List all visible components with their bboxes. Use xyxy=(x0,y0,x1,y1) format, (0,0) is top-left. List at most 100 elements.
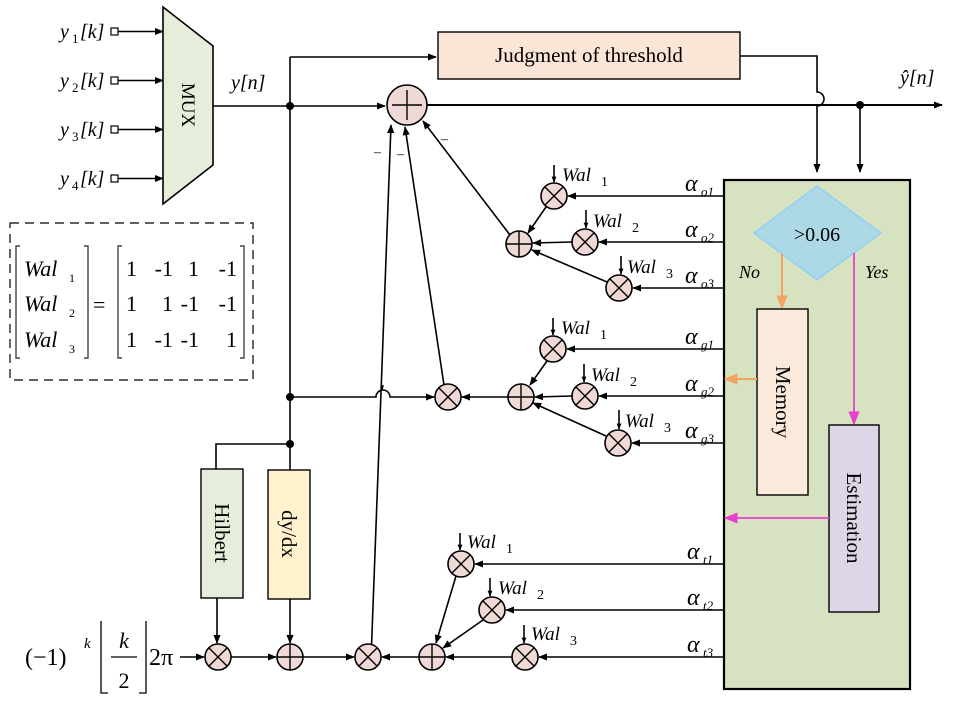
input-signals: y 1 [k] y 2 [k] y 3 [k] y 4 [k] xyxy=(58,21,164,193)
alpha-subscript: t2 xyxy=(703,598,714,613)
multiply-icon xyxy=(543,339,563,359)
input-port-icon xyxy=(110,174,119,183)
input-symbol: y xyxy=(58,119,69,141)
phase-base: (−1) xyxy=(25,645,67,671)
multiply-icon xyxy=(575,386,595,406)
walsh-text: Wal xyxy=(467,532,496,553)
walsh-group-t xyxy=(418,533,725,671)
plus-icon xyxy=(419,644,445,670)
memory-label: Memory xyxy=(771,366,795,439)
walsh-subscript: 2 xyxy=(632,221,639,236)
decision-label: >0.06 xyxy=(794,224,840,246)
mux-shape xyxy=(162,5,214,206)
output-sum-node xyxy=(386,84,428,126)
decision-no-label: No xyxy=(738,262,760,282)
matrix-rows: 1 -1 1 -1 1 1 -1 -1 1 -1 -1 1 xyxy=(126,256,237,352)
alpha-symbol: α xyxy=(685,217,698,243)
bottom-chain xyxy=(180,643,419,671)
walsh-text: Wal xyxy=(561,318,590,339)
matrix-cell: 1 xyxy=(188,256,199,281)
input-port-icon xyxy=(110,76,119,85)
left-bracket xyxy=(117,245,122,359)
multiply-icon xyxy=(358,647,378,667)
feedback-line-t xyxy=(370,124,395,661)
alpha-subscript: t1 xyxy=(703,552,713,567)
right-bracket xyxy=(84,245,89,359)
feedback-line-g xyxy=(402,126,445,386)
multiply-icon xyxy=(208,647,228,667)
walsh-subscript: 2 xyxy=(537,588,544,603)
input-y3: y 3 [k] xyxy=(58,119,164,144)
matrix-lhs-wal: Wal xyxy=(24,256,57,281)
multiply-icon xyxy=(575,232,595,252)
matrix-cell: 1 xyxy=(126,256,137,281)
phase-expression: (−1) k k 2 2π xyxy=(25,621,173,694)
matrix-lhs-sub: 2 xyxy=(69,306,75,320)
input-y2: y 2 [k] xyxy=(58,70,164,95)
input-subscript: 3 xyxy=(72,129,79,144)
matrix-lhs-sub: 1 xyxy=(69,271,75,285)
walsh-matrix: Wal 1 Wal 2 Wal 3 = 1 -1 1 -1 1 1 -1 -1 … xyxy=(9,222,254,381)
product-to-sum-line xyxy=(434,575,457,644)
plus-icon xyxy=(508,384,534,410)
minus-sign: – xyxy=(396,147,405,162)
estimation-label: Estimation xyxy=(842,473,866,564)
product-to-sum-line xyxy=(534,393,573,401)
threshold-to-controller-line xyxy=(740,55,825,173)
input-argument: [k] xyxy=(80,70,104,92)
hilbert-box xyxy=(200,468,244,599)
crossing-line xyxy=(381,384,384,391)
alpha-symbol: α xyxy=(687,585,700,611)
floor-right-bracket xyxy=(139,621,147,694)
alpha-symbol: α xyxy=(685,263,698,289)
minus-sign: – xyxy=(440,132,449,147)
multiply-icon xyxy=(438,387,458,407)
derivative-box xyxy=(267,469,311,600)
matrix-lhs-wal: Wal xyxy=(24,327,57,352)
input-subscript: 1 xyxy=(72,31,79,46)
feedback-line-o xyxy=(422,120,511,236)
product-to-sum-line xyxy=(529,360,548,386)
input-subscript: 4 xyxy=(72,178,79,193)
hilbert-block: Hilbert xyxy=(200,468,244,599)
mux-label: MUX xyxy=(177,83,198,128)
right-bracket xyxy=(240,245,245,359)
walsh-group-o xyxy=(505,165,725,302)
decision-yes-label: Yes xyxy=(865,262,888,282)
walsh-group-g xyxy=(434,318,725,457)
alpha-symbol: α xyxy=(687,632,700,658)
matrix-cell: -1 xyxy=(181,327,199,352)
floor-left-bracket xyxy=(100,621,108,694)
alpha-subscript: g3 xyxy=(701,431,715,446)
derivative-label: dy/dx xyxy=(277,510,301,558)
estimation-box xyxy=(828,424,880,613)
alpha-symbol: α xyxy=(685,418,698,444)
input-port-icon xyxy=(110,27,119,36)
matrix-dashed-frame xyxy=(9,222,254,381)
input-argument: [k] xyxy=(80,21,104,43)
signal-label-yn: y[n] xyxy=(229,72,265,94)
matrix-cell: 1 xyxy=(126,291,137,316)
multiply-icon xyxy=(451,554,471,574)
matrix-cell: 1 xyxy=(226,327,237,352)
multiply-icon xyxy=(609,278,629,298)
input-symbol: y xyxy=(58,168,69,190)
input-y1: y 1 [k] xyxy=(58,21,164,46)
decision-diamond xyxy=(752,185,883,281)
threshold-label: Judgment of threshold xyxy=(495,43,683,67)
